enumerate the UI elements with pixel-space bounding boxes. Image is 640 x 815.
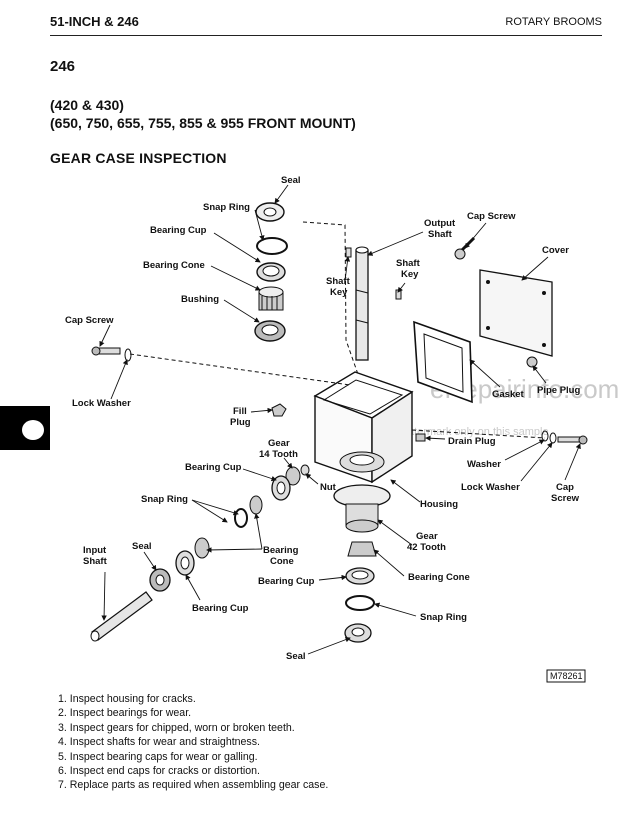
label-drain-plug: Drain Plug	[448, 436, 496, 447]
header-section-title: 51-INCH & 246	[50, 14, 139, 29]
bushing-part	[254, 320, 286, 342]
label-input-shaft-line1: Input	[83, 545, 107, 556]
label-gear-14-line1: Gear	[268, 438, 290, 449]
label-lock-washer-right: Lock Washer	[461, 482, 520, 493]
gear-42-bearing-cone-part	[347, 541, 377, 557]
low-bearing-cup-part	[175, 550, 195, 576]
top-seal-part	[255, 202, 285, 222]
label-fill-plug-line2: Plug	[230, 417, 251, 428]
label-gasket: Gasket	[492, 389, 525, 400]
label-bearing-cup-low-right: Bearing Cup	[258, 576, 315, 587]
label-bearing-cone-mid-line2: Cone	[270, 556, 294, 567]
low-bearing-cup-right-part	[345, 567, 375, 585]
output-shaft-part	[355, 246, 369, 361]
label-cap-screw-right-line2: Screw	[551, 493, 580, 504]
pipe-plug-part	[526, 356, 538, 368]
low-seal-part	[344, 623, 372, 643]
label-bearing-cup-mid: Bearing Cup	[185, 462, 242, 473]
label-nut: Nut	[320, 482, 337, 493]
inspection-step: 1. Inspect housing for cracks.	[58, 693, 196, 705]
input-shaft-part	[90, 591, 153, 642]
label-housing: Housing	[420, 499, 458, 510]
mid-snap-ring-part	[234, 508, 248, 528]
label-cap-screw-top: Cap Screw	[467, 211, 516, 222]
left-lock-washer-part	[124, 348, 132, 362]
header-manual-title: ROTARY BROOMS	[505, 16, 602, 28]
label-bearing-cup-low: Bearing Cup	[192, 603, 249, 614]
input-bearing-cone-part	[194, 537, 210, 559]
label-gear-14-line2: 14 Tooth	[259, 449, 298, 460]
applicable-models-line-1: (420 & 430)	[50, 97, 124, 113]
right-washer-part	[541, 430, 549, 442]
label-fill-plug-line1: Fill	[233, 406, 247, 417]
label-shaft-key-left-line1: Shaft	[326, 276, 351, 287]
label-seal-low: Seal	[286, 651, 306, 662]
label-gear-42-line1: Gear	[416, 531, 438, 542]
section-heading: GEAR CASE INSPECTION	[50, 150, 227, 166]
gasket-part	[413, 320, 473, 404]
applicable-models-line-2: (650, 750, 655, 755, 855 & 955 FRONT MOU…	[50, 115, 356, 131]
gear-42-tooth-part	[333, 484, 391, 533]
label-output-shaft-line2: Shaft	[428, 229, 453, 240]
label-bushing: Bushing	[181, 294, 219, 305]
label-washer: Washer	[467, 459, 501, 470]
model-number: 246	[50, 58, 76, 75]
mid-bearing-cup-part	[271, 475, 291, 501]
nut-part	[300, 464, 310, 476]
label-input-shaft-line2: Shaft	[83, 556, 108, 567]
label-snap-ring-top: Snap Ring	[203, 202, 250, 213]
right-lock-washer-part	[549, 432, 557, 444]
page-edge-tab-mark	[22, 420, 44, 440]
left-cap-screw-part	[91, 346, 121, 356]
inspection-step: 4. Inspect shafts for wear and straightn…	[58, 736, 260, 749]
top-bearing-cone-part	[258, 286, 284, 311]
inspection-step: 2. Inspect bearings for wear.	[58, 707, 192, 720]
label-cap-screw-left: Cap Screw	[65, 315, 114, 326]
label-bearing-cone-top: Bearing Cone	[143, 260, 205, 271]
label-cover: Cover	[542, 245, 569, 256]
applicable-models: (420 & 430) (650, 750, 655, 755, 855 & 9…	[50, 96, 356, 132]
figure-number-box	[546, 669, 586, 683]
drain-plug-part	[415, 433, 426, 442]
page-edge-tab	[0, 406, 50, 450]
inspection-step: 7. Replace parts as required when assemb…	[58, 779, 329, 792]
label-output-shaft-line1: Output	[424, 218, 456, 229]
label-gear-42-line2: 42 Tooth	[407, 542, 446, 553]
label-bearing-cone-mid-line1: Bearing	[263, 545, 299, 556]
figure-number: M78261	[550, 671, 583, 681]
top-bearing-cup-part	[256, 262, 286, 282]
label-bearing-cone-low: Bearing Cone	[408, 572, 470, 583]
top-snap-ring-part	[256, 237, 288, 255]
low-snap-ring-part	[345, 595, 375, 611]
cover-part	[479, 269, 553, 357]
input-seal-part	[149, 568, 171, 592]
inspection-step: 6. Inspect end caps for cracks or distor…	[58, 765, 260, 778]
label-lock-washer-left: Lock Washer	[72, 398, 131, 409]
label-shaft-key-right-line1: Shaft	[396, 258, 421, 269]
fill-plug-part	[271, 403, 287, 417]
label-seal-mid: Seal	[132, 541, 152, 552]
label-cap-screw-right-line1: Cap	[556, 482, 574, 493]
label-snap-ring-low: Snap Ring	[420, 612, 467, 623]
label-pipe-plug: Pipe Plug	[537, 385, 580, 396]
label-seal-top: Seal	[281, 175, 301, 186]
label-shaft-key-left-line2: Key	[330, 287, 348, 298]
gear-case-exploded-diagram: eRepairinfo.com Watermark only on this s…	[65, 175, 619, 683]
housing-part	[313, 371, 414, 484]
header-rule	[50, 35, 602, 36]
label-shaft-key-right-line2: Key	[401, 269, 419, 280]
inspection-step: 5. Inspect bearing caps for wear or gall…	[58, 750, 258, 763]
gear-14-tooth-part	[285, 466, 301, 486]
right-cap-screw-part	[557, 435, 588, 445]
left-shaft-key-part	[345, 247, 352, 258]
inspection-step: 3. Inspect gears for chipped, worn or br…	[58, 721, 295, 734]
label-snap-ring-mid: Snap Ring	[141, 494, 188, 505]
mid-bearing-cone-part	[249, 495, 263, 515]
inspection-steps-list: 1. Inspect housing for cracks. 2. Inspec…	[58, 692, 328, 793]
label-bearing-cup-top: Bearing Cup	[150, 225, 207, 236]
watermark-subtext: Watermark only on this sample	[398, 426, 549, 438]
